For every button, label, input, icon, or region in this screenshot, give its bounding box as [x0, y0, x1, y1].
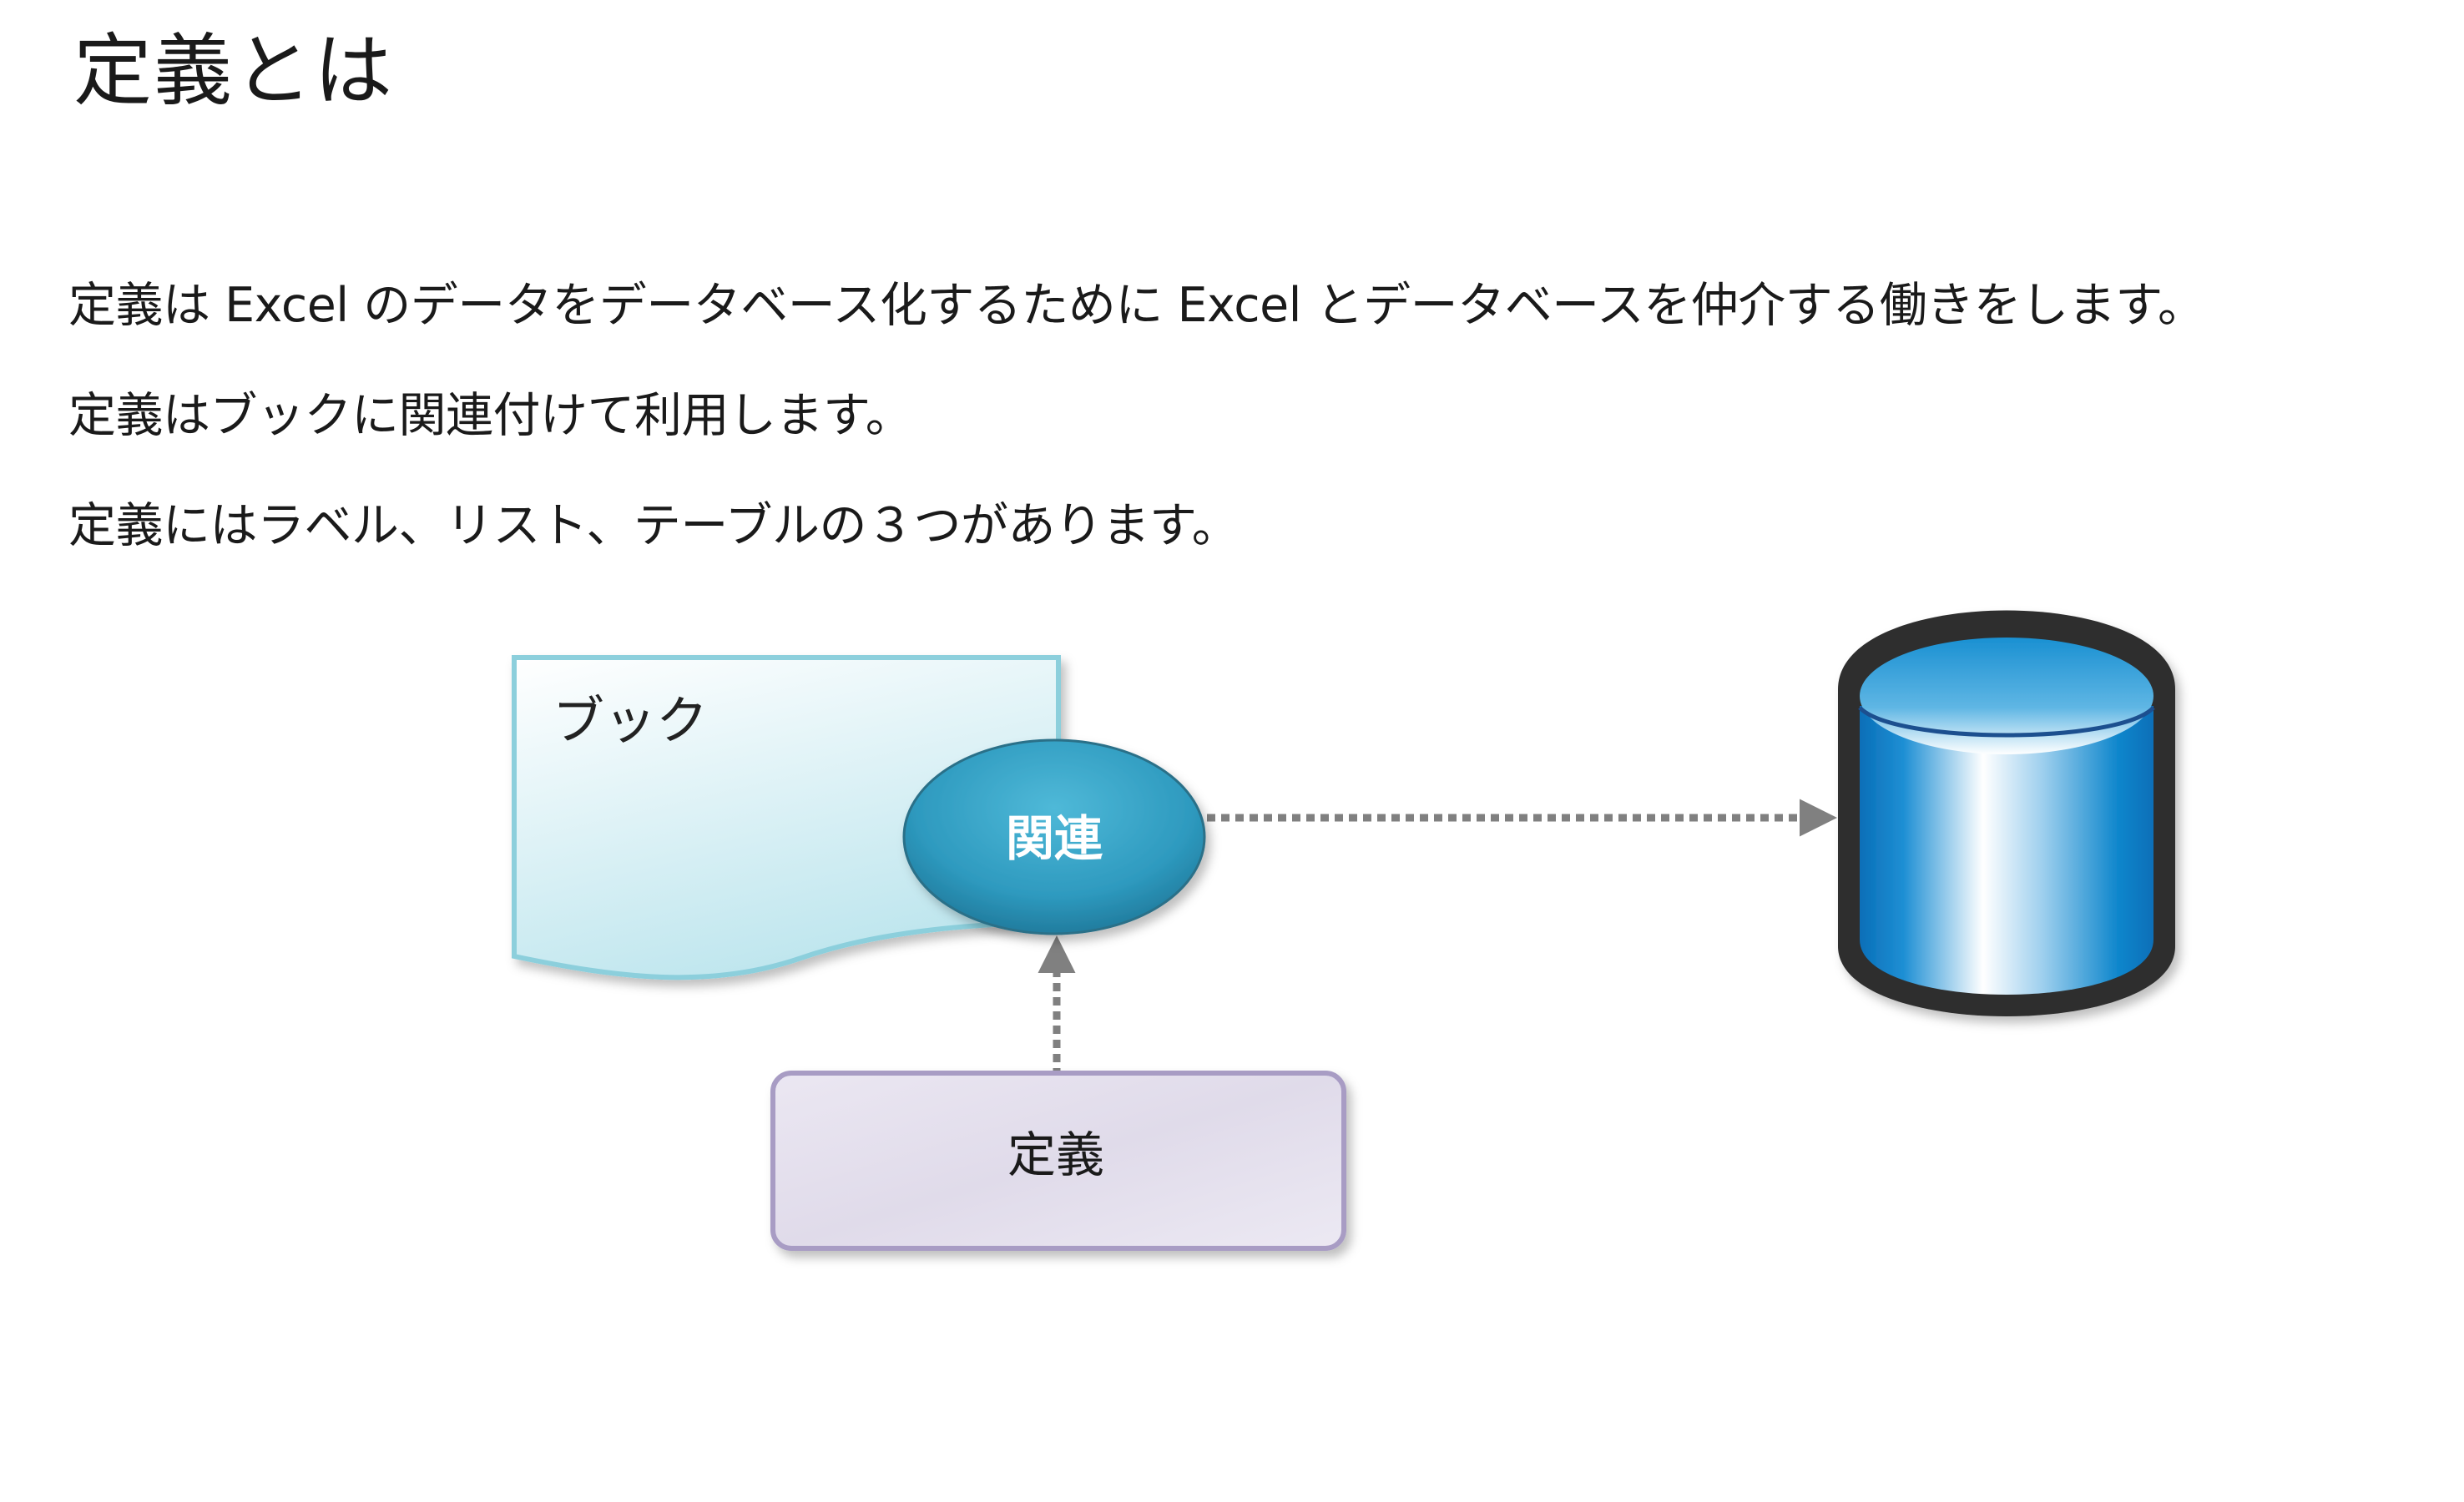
body-text: 定義は Excel のデータをデータベース化するために Excel とデータベー… — [68, 250, 2406, 581]
link-label: 関連 — [1006, 810, 1103, 867]
link-oval — [902, 738, 1206, 935]
link-node: 関連 — [902, 738, 1206, 935]
definition-node: 定義 — [770, 1071, 1346, 1251]
paragraph-2: 定義はブックに関連付けて利用します。 — [68, 388, 913, 443]
page-title: 定義とは — [73, 26, 395, 117]
database-top — [1860, 638, 2153, 754]
book-label: ブック — [553, 690, 708, 751]
paragraph-3: 定義にはラベル、リスト、テーブルの３つがあります。 — [68, 498, 1240, 553]
definition-label: 定義 — [1007, 1126, 1104, 1183]
database-icon — [1838, 610, 2175, 1016]
database-top-edge — [1858, 706, 2155, 738]
database-body — [1860, 706, 2153, 995]
definition-box — [770, 1071, 1346, 1251]
paragraph-1: 定義は Excel のデータをデータベース化するために Excel とデータベー… — [68, 278, 2205, 333]
